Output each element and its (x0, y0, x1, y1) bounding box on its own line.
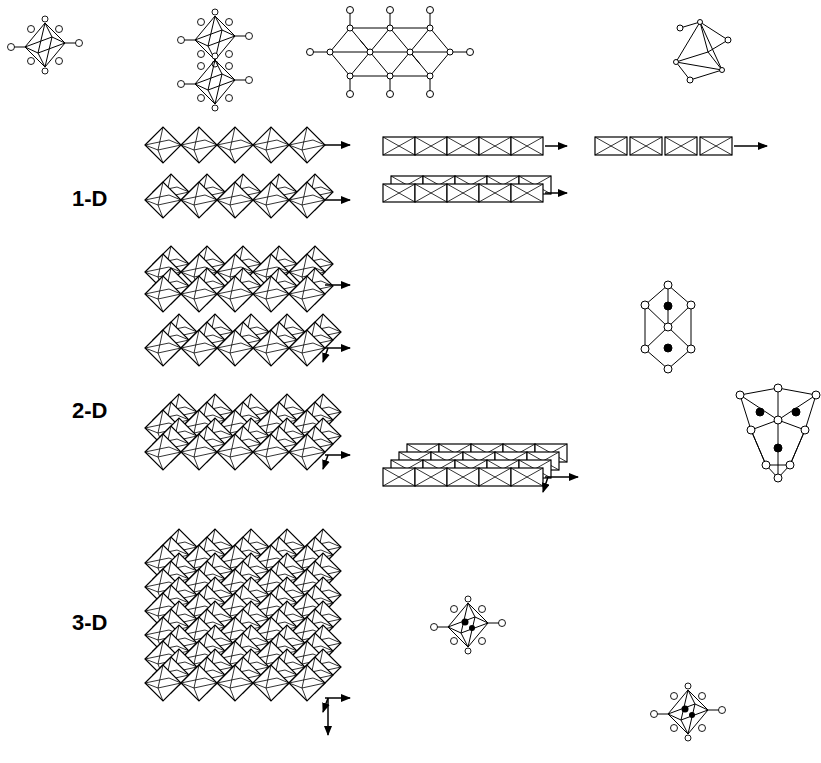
centered-cluster (431, 596, 506, 654)
octahedra-layer (145, 314, 350, 366)
octahedra-double-layer (145, 394, 350, 470)
bar-chain (383, 137, 567, 155)
centered-cluster (651, 683, 726, 741)
dimer-cluster (178, 9, 253, 111)
fused-cluster (641, 281, 695, 373)
bar-double-chain (383, 176, 567, 202)
bar-chain (595, 137, 767, 155)
octahedra-framework (145, 529, 350, 735)
triangular-cluster (736, 384, 820, 482)
planar-chain-cluster (307, 7, 474, 98)
bar-layer (383, 444, 578, 492)
tetrahedral-cluster (674, 20, 732, 84)
octahedra-double-chain (145, 174, 350, 218)
octahedral-cluster (8, 16, 83, 74)
octahedra-chain (145, 127, 350, 163)
dimension-label: 1-D (72, 188, 107, 210)
octahedra-quad-chain (145, 246, 350, 312)
dimension-label: 3-D (72, 612, 107, 634)
dimension-label: 2-D (72, 400, 107, 422)
